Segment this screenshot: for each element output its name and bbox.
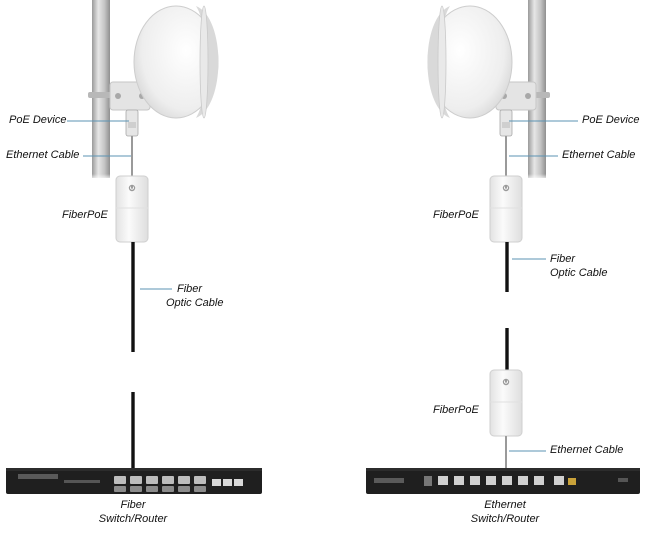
ubiquiti-u-logo-icon	[128, 184, 136, 192]
right-fiberpoe-bottom-device	[489, 369, 523, 437]
left-fiber-switch-router	[6, 468, 262, 494]
right-switch-label-line1: Ethernet	[484, 499, 526, 511]
left-fiberpoe-label: FiberPoE	[62, 209, 108, 221]
right-ethernet-cable-label: Ethernet Cable	[562, 149, 636, 161]
ubiquiti-u-logo-icon	[502, 184, 510, 192]
left-fiber-label-line2: Optic Cable	[166, 297, 224, 309]
left-leader-lines	[67, 120, 172, 290]
left-pole	[92, 0, 110, 178]
left-poe-device-label: PoE Device	[9, 114, 67, 126]
right-fiber-label-line2: Optic Cable	[550, 267, 608, 279]
left-switch-label-line1: Fiber	[120, 499, 146, 511]
right-mast-assembly	[427, 0, 550, 180]
right-ethernet-cable-bottom-label: Ethernet Cable	[550, 444, 624, 456]
parabolic-dish-icon	[133, 5, 219, 119]
right-pole	[528, 0, 546, 178]
ubiquiti-u-logo-icon	[502, 378, 510, 386]
right-fiberpoe-top-device	[489, 175, 523, 243]
left-fiber-label-line1: Fiber	[177, 283, 203, 295]
parabolic-dish-icon	[427, 5, 513, 119]
right-fiberpoe-bottom-label: FiberPoE	[433, 404, 479, 416]
left-switch-label-line2: Switch/Router	[98, 513, 168, 525]
right-switch-label-line2: Switch/Router	[470, 513, 540, 525]
right-poe-device-label: PoE Device	[582, 114, 640, 126]
right-fiberpoe-top-label: FiberPoE	[433, 209, 479, 221]
right-fiber-label-line1: Fiber	[550, 253, 576, 265]
left-mast-assembly	[88, 0, 219, 180]
left-ethernet-cable-label: Ethernet Cable	[6, 149, 80, 161]
left-fiberpoe-device	[115, 175, 149, 243]
right-ethernet-switch-router	[366, 468, 640, 494]
right-leader-lines	[509, 120, 578, 452]
